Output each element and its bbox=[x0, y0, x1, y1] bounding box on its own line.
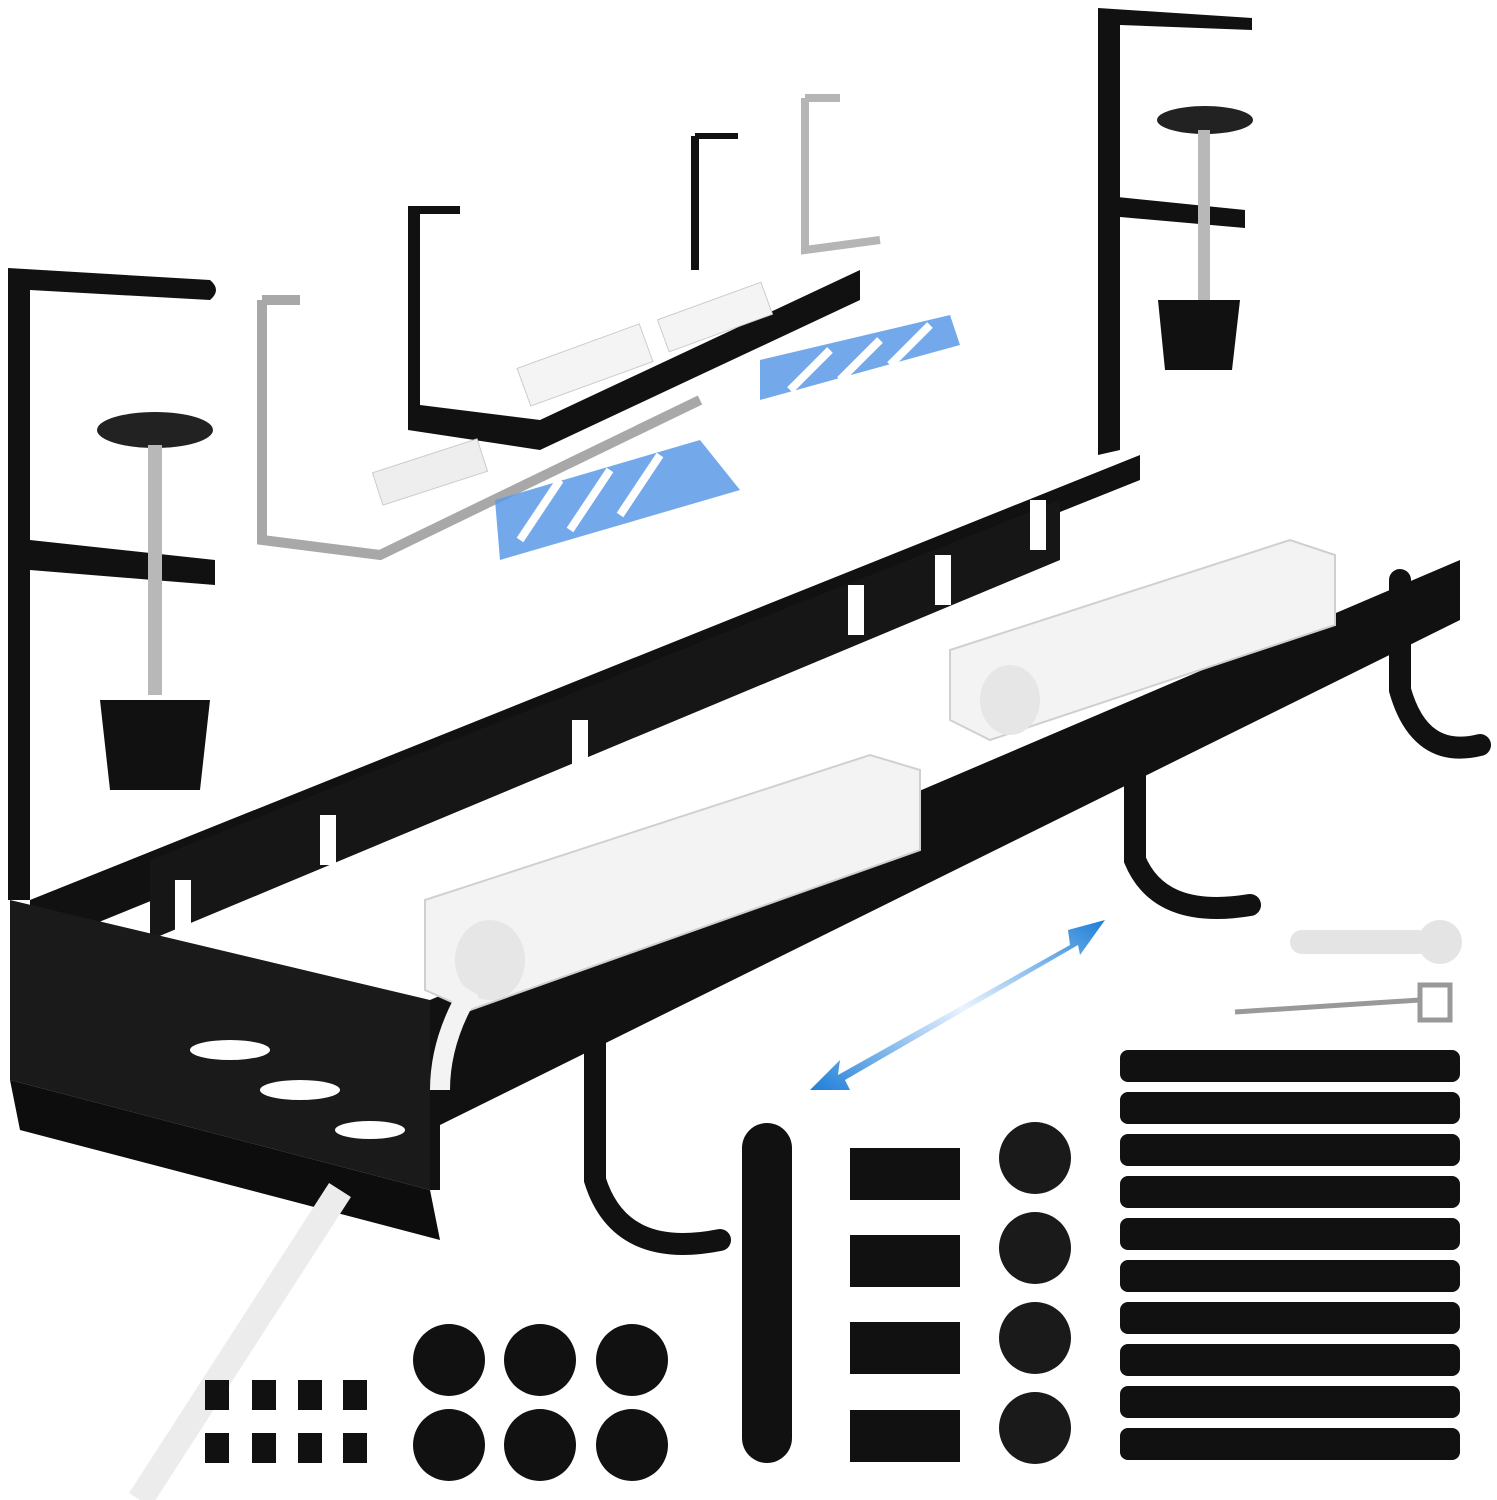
power-cable bbox=[129, 1182, 351, 1500]
power-strip-back bbox=[949, 538, 1336, 742]
clamp-screw-right bbox=[1157, 106, 1253, 370]
adhesive-squares bbox=[850, 1148, 960, 1462]
screws bbox=[205, 1380, 367, 1463]
cable-clips bbox=[413, 1324, 668, 1481]
ghost-tray-right bbox=[801, 94, 881, 255]
chevron-arrow-left-icon bbox=[495, 440, 740, 560]
mini-tray bbox=[371, 133, 860, 506]
velcro-ties bbox=[1120, 1050, 1460, 1460]
ghost-tray-left bbox=[257, 295, 703, 561]
power-strip-front bbox=[424, 753, 921, 1091]
hex-key-icon bbox=[1234, 982, 1453, 1023]
cable-tray bbox=[8, 8, 1460, 1240]
adhesive-dots bbox=[999, 1122, 1071, 1464]
extend-arrow-icon bbox=[810, 920, 1105, 1090]
hook-icon bbox=[584, 569, 1491, 1255]
clamp-screw-left bbox=[97, 412, 213, 790]
chevron-arrow-right-icon bbox=[760, 315, 960, 400]
cable-organizer-clip bbox=[742, 1123, 792, 1463]
wrench-icon bbox=[1290, 920, 1462, 964]
